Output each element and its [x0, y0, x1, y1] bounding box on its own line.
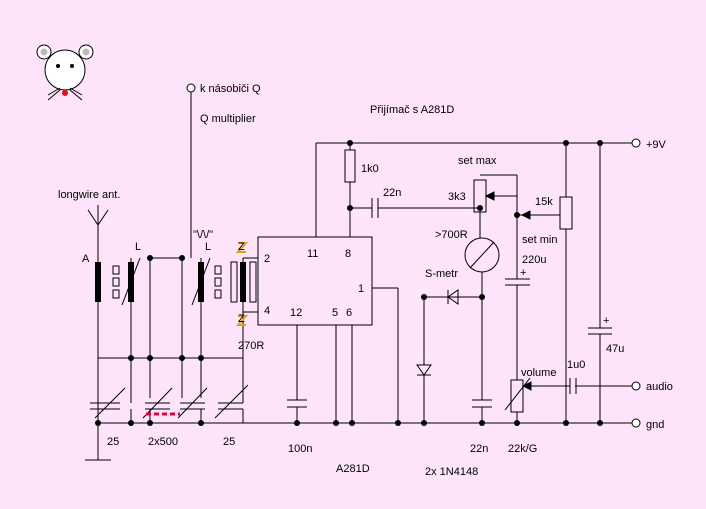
label-cap-25-right: 25 [223, 436, 235, 448]
label-coil-L: L [135, 241, 141, 253]
label-cap-2x500: 2x500 [148, 436, 178, 448]
label-plus9v: +9V [646, 139, 667, 151]
label-antenna-A: A [82, 253, 90, 265]
label-plus-47u: + [603, 315, 609, 327]
label-cap-25-left: 25 [107, 436, 119, 448]
label-pot-22k: 22k/G [508, 443, 537, 455]
label-c-22n-top: 22n [383, 187, 401, 199]
junction-dots [95, 140, 603, 426]
label-pot-3k3: 3k3 [448, 191, 466, 203]
label-c-220u: 220u [522, 254, 546, 266]
variable-capacitors [90, 358, 249, 423]
label-plus-220u: + [520, 267, 526, 279]
label-meter-700: >700R [435, 229, 468, 241]
label-r-270: 270R [238, 340, 264, 352]
label-c-100n: 100n [288, 443, 312, 455]
zener-marks [235, 242, 249, 326]
label-gnd: gnd [646, 419, 664, 431]
ic-a281d [257, 143, 480, 423]
mouse-logo [36, 44, 94, 101]
label-c-1u0: 1u0 [567, 359, 585, 371]
label-q-multiplier: Q multiplier [200, 113, 256, 125]
coils [95, 262, 246, 302]
ic-pin-5: 5 [332, 307, 338, 319]
label-c-22n-bottom: 22n [470, 443, 488, 455]
ic-pin-2: 2 [264, 253, 270, 265]
label-longwire: longwire ant. [58, 189, 120, 201]
ic-pin-4: 4 [264, 305, 270, 317]
antenna [85, 205, 111, 461]
title: Přijímač s A281D [370, 104, 454, 116]
ic-pin-6: 6 [346, 307, 352, 319]
ic-pin-12: 12 [290, 307, 302, 319]
label-coil-mark: "\/\/" [193, 229, 213, 241]
label-set-min: set min [522, 234, 557, 246]
label-s-metr: S-metr [425, 268, 458, 280]
ic-pin-1: 1 [358, 283, 364, 295]
label-k-nasobici: k násobiči Q [200, 83, 261, 95]
label-diodes: 2x 1N4148 [425, 466, 478, 478]
label-zener-bottom: Z [238, 313, 245, 325]
label-set-max: set max [458, 155, 497, 167]
label-pot-15k: 15k [535, 196, 553, 208]
label-audio: audio [646, 381, 673, 393]
label-ic-name: A281D [336, 463, 370, 475]
labels: Přijímač s A281D k násobiči Q Q multipli… [58, 83, 673, 478]
label-r-1k0: 1k0 [361, 163, 379, 175]
label-volume: volume [521, 367, 556, 379]
label-zener-top: Z [238, 241, 245, 253]
label-coil-L2: L [205, 241, 211, 253]
ic-pin-11: 11 [307, 248, 318, 260]
detector-section [416, 143, 612, 423]
rails [98, 83, 641, 428]
label-c-47u: 47u [606, 343, 624, 355]
coil-tuning [98, 257, 258, 398]
ic-pin-8: 8 [345, 248, 351, 260]
